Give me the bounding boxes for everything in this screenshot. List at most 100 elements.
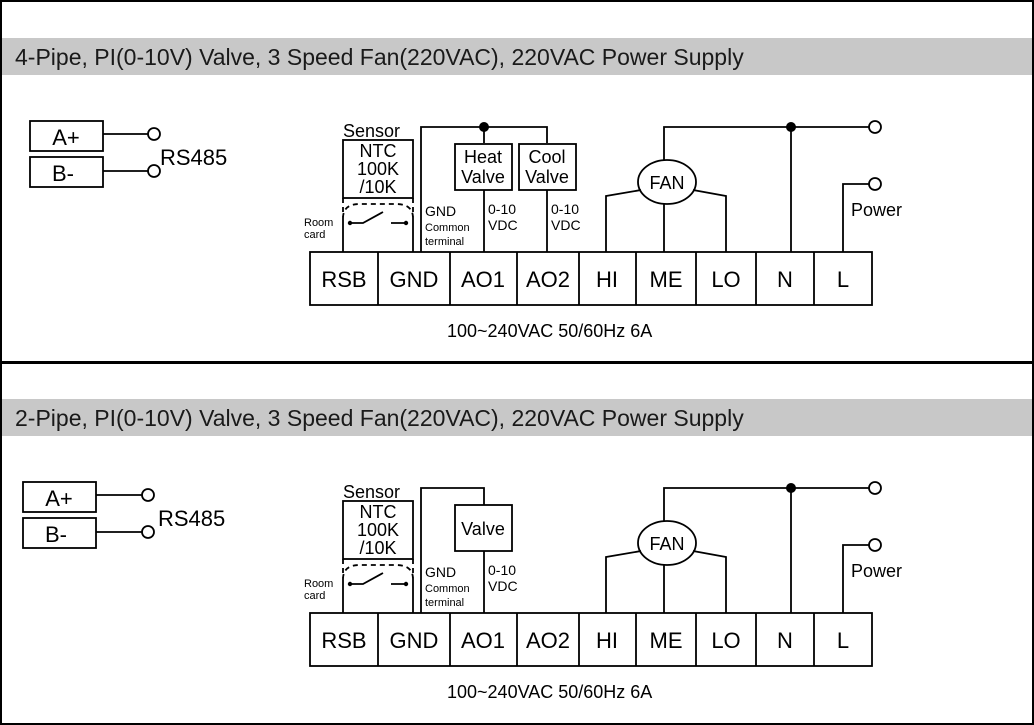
terminal-me: ME [650, 267, 683, 292]
terminal-dividers [377, 252, 815, 305]
rs485-a-label: A+ [45, 486, 73, 511]
room-card-dashed-link [342, 198, 414, 219]
terminal-n: N [777, 628, 793, 653]
fan-power-wiring: FAN Power [605, 120, 902, 252]
sensor-title: Sensor [343, 121, 400, 141]
live-wire [842, 544, 869, 613]
sensor-block: Sensor NTC 100K /10K Room card [304, 121, 414, 252]
live-wire [842, 183, 869, 252]
terminal-hi: HI [596, 267, 618, 292]
terminal-ao1: AO1 [461, 267, 505, 292]
terminal-n: N [777, 267, 793, 292]
gnd-note-line1: GND [425, 564, 456, 580]
room-card-label-line2: card [304, 229, 325, 241]
terminal-l: L [837, 267, 849, 292]
sensor-type-line2: 100K [357, 159, 399, 179]
terminal-gnd: GND [390, 628, 439, 653]
fan-hi-wire [605, 550, 642, 613]
terminal-ao1: AO1 [461, 628, 505, 653]
rs485-b-terminal [147, 164, 161, 178]
sensor-block: Sensor NTC 100K /10K Room card [304, 482, 414, 613]
sensor-type-line3: /10K [359, 538, 396, 558]
terminal-hi: HI [596, 628, 618, 653]
gnd-note-line1: GND [425, 203, 456, 219]
sensor-leads [342, 579, 414, 613]
terminal-block: RSB GND AO1 AO2 HI ME LO N L [309, 251, 873, 306]
fan-lo-wire [692, 550, 727, 613]
terminal-rsb: RSB [321, 628, 366, 653]
rs485-a-terminal [141, 488, 155, 502]
rs485-block: A+ B- RS485 [22, 481, 225, 549]
power-l-terminal [868, 177, 882, 191]
panel-title: 2-Pipe, PI(0-10V) Valve, 3 Speed Fan(220… [15, 405, 744, 431]
terminal-me: ME [650, 628, 683, 653]
gnd-note-line2: Common [425, 222, 470, 234]
gnd-note-line3: terminal [425, 236, 464, 248]
valve-box [454, 504, 513, 552]
switch-contact-left [347, 220, 353, 226]
neutral-junction [786, 122, 796, 132]
gnd-common-wire [420, 487, 485, 613]
heat-valve-signal-line2: VDC [488, 217, 518, 233]
cool-valve-signal-line2: VDC [551, 217, 581, 233]
panel-4-pipe: 4-Pipe, PI(0-10V) Valve, 3 Speed Fan(220… [0, 0, 1034, 363]
cool-valve-label-line2: Valve [525, 167, 569, 187]
terminal-ao2: AO2 [526, 628, 570, 653]
fan-symbol [637, 159, 697, 205]
rs485-a-terminal [147, 127, 161, 141]
room-card-switch [350, 572, 406, 585]
rs485-b-box [29, 156, 104, 188]
terminal-block-frame [309, 251, 873, 306]
sensor-box [342, 139, 414, 199]
room-card-label-line1: Room [304, 217, 333, 229]
power-n-terminal [868, 120, 882, 134]
rs485-b-terminal [141, 525, 155, 539]
rs485-block: A+ B- RS485 [29, 120, 227, 188]
cool-valve-signal-line1: 0-10 [551, 201, 579, 217]
valve-wiring: GND Common terminal Heat Valve 0-10 VDC … [420, 122, 581, 252]
power-label: Power [851, 561, 902, 581]
terminal-l: L [837, 628, 849, 653]
gnd-junction [479, 122, 489, 132]
switch-contact-right [403, 220, 409, 226]
rs485-bus-label: RS485 [158, 506, 225, 531]
room-card-label-line2: card [304, 590, 325, 602]
room-card-switch [350, 211, 406, 224]
room-card-dashed-link [342, 559, 414, 580]
terminal-block: RSB GND AO1 AO2 HI ME LO N L [309, 612, 873, 667]
fan-symbol [637, 520, 697, 566]
terminal-lo: LO [711, 267, 740, 292]
power-label: Power [851, 200, 902, 220]
fan-label: FAN [649, 534, 684, 554]
sensor-type-line1: NTC [360, 141, 397, 161]
power-n-terminal [868, 481, 882, 495]
terminal-gnd: GND [390, 267, 439, 292]
supply-rating: 100~240VAC 50/60Hz 6A [447, 682, 652, 702]
rs485-bus-label: RS485 [160, 145, 227, 170]
terminal-dividers [377, 613, 815, 666]
switch-contact-right [403, 581, 409, 587]
sensor-leads [342, 218, 414, 252]
supply-rating: 100~240VAC 50/60Hz 6A [447, 321, 652, 341]
rs485-b-label: B- [45, 522, 67, 547]
heat-valve-signal-line1: 0-10 [488, 201, 516, 217]
cool-valve-box [518, 143, 577, 191]
heat-valve-label-line2: Valve [461, 167, 505, 187]
heat-valve-label-line1: Heat [464, 147, 502, 167]
terminal-block-frame [309, 612, 873, 667]
panel-header-band [2, 38, 1032, 75]
fan-label: FAN [649, 173, 684, 193]
sensor-type-line2: 100K [357, 520, 399, 540]
sensor-title: Sensor [343, 482, 400, 502]
terminal-ao2: AO2 [526, 267, 570, 292]
panel-header-band [2, 399, 1032, 436]
fan-lo-wire [692, 189, 727, 252]
valve-signal-line1: 0-10 [488, 562, 516, 578]
rs485-b-label: B- [52, 161, 74, 186]
fan-hi-wire [605, 189, 642, 252]
fan-power-wiring: FAN Power [605, 481, 902, 613]
sensor-type-line3: /10K [359, 177, 396, 197]
terminal-rsb: RSB [321, 267, 366, 292]
